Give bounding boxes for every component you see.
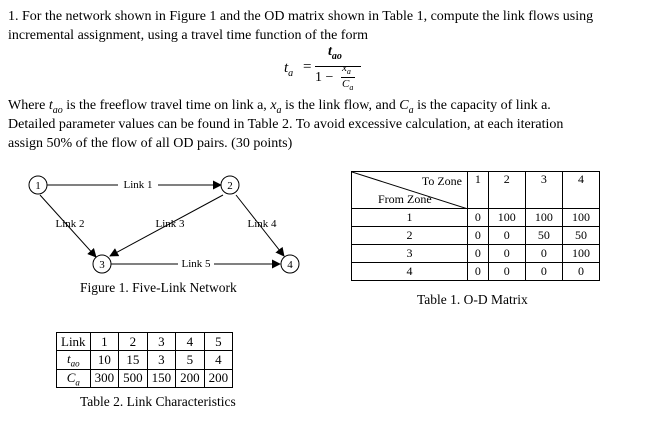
tao-label: tao: [56, 350, 91, 370]
od-row-label: 1: [351, 208, 468, 227]
od-cell: 50: [561, 226, 601, 245]
node-2-label: 2: [227, 180, 233, 192]
od-row: 2 0 0 50 50: [351, 226, 601, 245]
link-3-arrow: [109, 194, 224, 257]
table2-header-cell: Link: [56, 332, 91, 351]
od-matrix-table: To Zone From Zone 1 2 3 4 1 0 100 100 10…: [351, 171, 601, 281]
table2-header-cell: 4: [175, 332, 205, 351]
node-1-label: 1: [35, 180, 41, 192]
link-5-label: Link 5: [181, 258, 211, 270]
node-1-circle: [28, 175, 48, 195]
od-cell: 100: [561, 244, 601, 263]
network-diagram: 1 2 3 4 Link 1 Link 2 Link 3 Link 4 Link…: [28, 175, 300, 274]
od-col-header: 1: [467, 171, 489, 209]
tao-cell: 10: [89, 350, 120, 370]
node-2-circle: [220, 175, 240, 195]
od-row-label: 4: [351, 262, 468, 281]
link-1-label: Link 1: [123, 179, 152, 191]
od-cell: 100: [561, 208, 601, 227]
table2-header-cell: 2: [118, 332, 148, 351]
od-cell: 0: [524, 262, 563, 281]
od-cell: 0: [487, 262, 526, 281]
od-col-header: 3: [524, 171, 563, 209]
question-line-5: assign 50% of the flow of all OD pairs. …: [8, 136, 293, 151]
node-4-label: 4: [287, 259, 293, 271]
od-row: 1 0 100 100 100: [351, 208, 601, 227]
tao-cell: 3: [146, 350, 177, 370]
figure-1-caption: Figure 1. Five-Link Network: [80, 280, 237, 295]
table2-ca-row: Ca 300 500 150 200 200: [56, 368, 234, 389]
node-3-label: 3: [99, 259, 105, 271]
tao-cell: 15: [118, 350, 148, 370]
od-cell: 100: [487, 208, 526, 227]
link-3-label: Link 3: [155, 218, 185, 230]
ca-cell: 500: [118, 368, 148, 389]
node-4-circle: [280, 254, 300, 274]
od-cell: 50: [524, 226, 563, 245]
od-cell: 100: [524, 208, 563, 227]
od-col-header: 4: [561, 171, 601, 209]
link-4-label: Link 4: [247, 218, 277, 230]
travel-time-formula: ta = tao 1 − xa Ca: [284, 44, 364, 96]
table-2-caption: Table 2. Link Characteristics: [80, 394, 236, 409]
od-cell: 0: [467, 208, 489, 227]
table-1-caption: Table 1. O-D Matrix: [417, 292, 528, 307]
question-line-4: Detailed parameter values can be found i…: [8, 117, 564, 132]
table2-header-cell: 3: [146, 332, 177, 351]
tao-cell: 5: [175, 350, 205, 370]
od-header-to: To Zone: [421, 174, 462, 188]
od-cell: 0: [467, 262, 489, 281]
od-cell: 0: [487, 226, 526, 245]
question-line-1: 1. For the network shown in Figure 1 and…: [8, 9, 594, 24]
od-row: 3 0 0 0 100: [351, 244, 601, 263]
link-4-arrow: [235, 194, 285, 257]
question-line-3: Where tao is the freeflow travel time on…: [8, 98, 551, 116]
ca-cell: 200: [175, 368, 205, 389]
od-row: 4 0 0 0 0: [351, 262, 601, 281]
od-cell: 0: [467, 226, 489, 245]
tao-cell: 4: [203, 350, 234, 370]
link-characteristics-table: Link 1 2 3 4 5 tao 10 15 3 5 4 Ca 300 50…: [56, 332, 234, 389]
od-cell: 0: [561, 262, 601, 281]
od-row-label: 2: [351, 226, 468, 245]
od-cell: 0: [524, 244, 563, 263]
od-cell: 0: [467, 244, 489, 263]
ca-cell: 300: [89, 368, 120, 389]
ca-cell: 200: [203, 368, 234, 389]
table2-tao-row: tao 10 15 3 5 4: [56, 350, 234, 370]
table2-header-cell: 1: [89, 332, 120, 351]
od-header-from: From Zone: [378, 192, 432, 206]
table2-header-row: Link 1 2 3 4 5: [56, 332, 234, 351]
link-2-arrow: [39, 194, 97, 258]
od-row-label: 3: [351, 244, 468, 263]
node-3-circle: [92, 254, 112, 274]
table2-header-cell: 5: [203, 332, 234, 351]
ca-label: Ca: [56, 368, 91, 389]
od-col-header: 2: [487, 171, 526, 209]
question-line-2: incremental assignment, using a travel t…: [8, 28, 369, 43]
link-2-label: Link 2: [55, 218, 84, 230]
od-header-corner: To Zone From Zone: [351, 171, 468, 209]
ca-cell: 150: [146, 368, 177, 389]
od-cell: 0: [487, 244, 526, 263]
